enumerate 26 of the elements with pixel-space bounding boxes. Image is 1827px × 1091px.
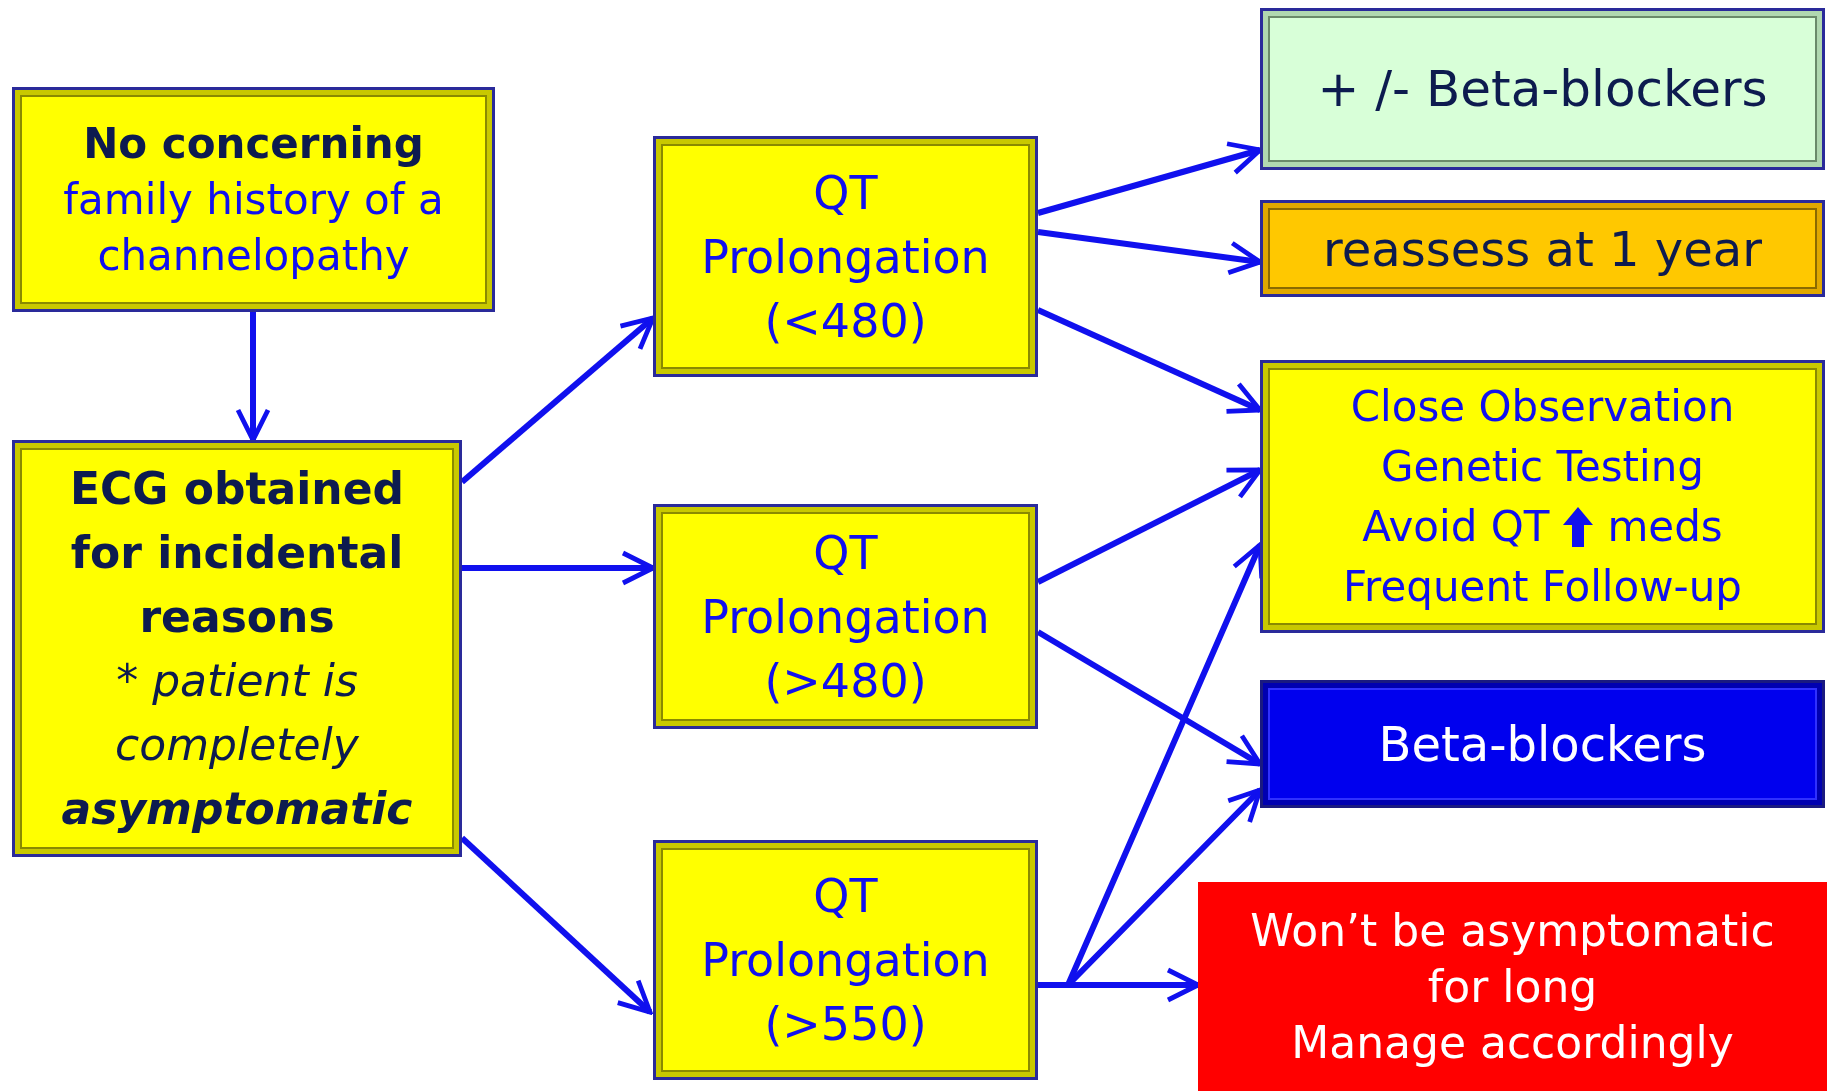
process-box	[1260, 200, 1825, 297]
node-text: + /- Beta-blockers	[1317, 58, 1768, 120]
node-text: No concerning family history of a channelopathy	[62, 117, 445, 282]
process-box	[12, 87, 495, 312]
node-text: QT Prolongation (>550)	[700, 868, 991, 1053]
node-text: QT Prolongation (<480)	[700, 164, 991, 350]
node-text: Avoid QT	[1362, 500, 1550, 553]
node-text: * patient is completely asymptomatic	[60, 653, 414, 836]
node-text: Won’t be asymptomatic for long	[1249, 903, 1776, 1014]
node-text: Manage accordingly	[1291, 1015, 1734, 1070]
node-text: Close Observation	[1350, 380, 1735, 433]
node-text: ECG obtained for incidental reasons	[69, 461, 405, 644]
node-text: reassess at 1 year	[1323, 219, 1762, 279]
process-box	[653, 840, 1038, 1080]
node-text: Beta-blockers	[1378, 715, 1707, 774]
node-text: QT Prolongation (>480)	[700, 524, 991, 710]
process-box	[653, 504, 1038, 729]
process-box	[1260, 8, 1825, 170]
process-box	[1260, 680, 1825, 808]
process-box	[1260, 360, 1825, 633]
process-box	[12, 440, 462, 857]
node-text: Genetic Testing	[1380, 440, 1705, 493]
process-box	[653, 136, 1038, 377]
node-text: Frequent Follow-up	[1343, 560, 1742, 613]
process-box	[1198, 882, 1827, 1091]
node-text: meds	[1607, 500, 1723, 553]
